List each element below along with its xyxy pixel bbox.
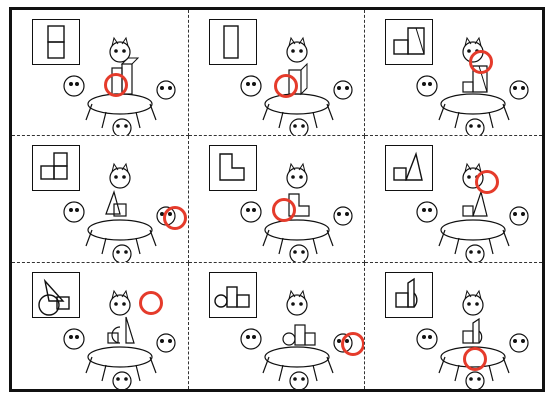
- table-scene: [62, 30, 182, 136]
- panel-view-name: two-stacked-squares-icon: [12, 10, 13, 11]
- panel-5[interactable]: step-shape-icon left: [189, 136, 366, 262]
- panel-view-name: tall-rectangle-icon: [189, 10, 190, 11]
- table-scene: [415, 283, 535, 389]
- panel-marked-seat: left: [189, 136, 190, 137]
- perspective-worksheet: two-stacked-squares-icon left: [9, 7, 545, 392]
- animals-around-table-icon: [415, 283, 535, 389]
- table-scene: [415, 30, 535, 136]
- panel-marked-seat: front: [365, 263, 366, 264]
- panel-9[interactable]: blocks-and-half-circle-icon front: [365, 263, 542, 389]
- panel-view-name: blocks-and-half-circle-icon: [365, 263, 366, 264]
- animals-around-table-icon: [62, 156, 182, 262]
- animals-around-table-icon: [239, 283, 359, 389]
- table-scene: [415, 156, 535, 262]
- table-scene: [62, 283, 182, 389]
- panel-view-name: step-shape-icon: [189, 136, 190, 137]
- animals-around-table-icon: [62, 283, 182, 389]
- table-scene: [239, 283, 359, 389]
- panel-marked-seat: right: [189, 263, 190, 264]
- panel-8[interactable]: circle-and-blocks-icon right: [189, 263, 366, 389]
- animals-around-table-icon: [62, 30, 182, 136]
- panel-7[interactable]: circle-and-triangle-icon back: [12, 263, 189, 389]
- panel-marked-seat: back: [12, 263, 13, 264]
- panel-marked-seat: right: [12, 136, 13, 137]
- panel-marked-seat: back: [365, 136, 366, 137]
- panel-view-name: three-squares-l-icon: [12, 136, 13, 137]
- table-scene: [239, 30, 359, 136]
- panel-marked-seat: left: [189, 10, 190, 11]
- panel-view-name: circle-and-triangle-icon: [12, 263, 13, 264]
- table-scene: [239, 156, 359, 262]
- panel-1[interactable]: two-stacked-squares-icon left: [12, 10, 189, 136]
- animals-around-table-icon: [415, 156, 535, 262]
- panel-view-name: circle-and-blocks-icon: [189, 263, 190, 264]
- animals-around-table-icon: [239, 30, 359, 136]
- panel-view-name: cube-and-triangle-icon: [365, 10, 366, 11]
- panel-marked-seat: left: [12, 10, 13, 11]
- panel-view-name: triangle-and-square-icon: [365, 136, 366, 137]
- animals-around-table-icon: [239, 156, 359, 262]
- panel-6[interactable]: triangle-and-square-icon back: [365, 136, 542, 262]
- panel-3[interactable]: cube-and-triangle-icon back: [365, 10, 542, 136]
- panel-marked-seat: back: [365, 10, 366, 11]
- panel-grid: two-stacked-squares-icon left: [12, 10, 542, 389]
- panel-2[interactable]: tall-rectangle-icon left: [189, 10, 366, 136]
- panel-4[interactable]: three-squares-l-icon right: [12, 136, 189, 262]
- table-scene: [62, 156, 182, 262]
- animals-around-table-icon: [415, 30, 535, 136]
